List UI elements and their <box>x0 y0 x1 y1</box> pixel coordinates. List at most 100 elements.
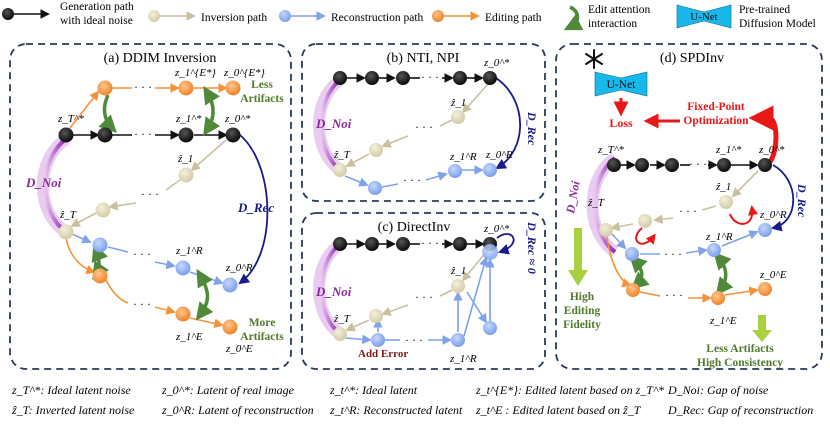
panel-c-node-zT-star <box>333 237 347 251</box>
panel-a-label-z1R: z_1^R <box>175 245 203 257</box>
panel-a-label-z1E: z_1^E <box>175 331 203 343</box>
panel-d-attention-2 <box>713 251 734 296</box>
panel-c-node-z1-star <box>453 237 467 251</box>
panel-d-node-rec-1 <box>625 247 639 261</box>
panel-d-node-inv-2 <box>638 214 652 228</box>
panel-a-attention-1 <box>203 86 221 136</box>
panel-d-label-z1-star: z_1^* <box>715 144 742 156</box>
panel-a-less-artifacts-2: Artifacts <box>240 93 284 105</box>
panel-a-label-zT-hat: ẑ_T <box>59 209 77 221</box>
panel-d-label-z1R: z_1^R <box>705 231 733 243</box>
panel-a-attention-4 <box>195 268 214 321</box>
panel-a-node-z0-star <box>225 127 241 143</box>
panel-c-node-gen-2 <box>396 237 410 251</box>
legend-generation-label-2: with ideal noise <box>60 15 133 27</box>
panel-d-high-editing-2: Editing <box>564 305 601 317</box>
panel-a-node-z1-hat <box>178 167 194 183</box>
panel-d-unet-label: U-Net <box>607 79 637 91</box>
legend-pretrained-label-2: Diffusion Model <box>739 18 816 30</box>
panel-d-fixed-point-1: Fixed-Point <box>687 101 745 113</box>
panel-a-more-artifacts-2: Artifacts <box>240 331 284 343</box>
panel-c-label-z1R: z_1^R <box>449 353 477 365</box>
legend-attention-label-1: Edit attention <box>588 4 651 16</box>
panel-b-node-z0-star <box>483 71 497 85</box>
panel-a-node-z1E-star <box>178 80 194 96</box>
footer-c5-r1: D_Noi: Gap of noise <box>667 383 769 397</box>
panel-c-title: (c) DirectInv <box>378 220 451 235</box>
panel-b-node-z1-star <box>453 71 467 85</box>
legend-reconstruction-label: Reconstruction path <box>331 12 424 24</box>
panel-b-label-z1R: z_1^R <box>449 151 477 163</box>
panel-a-label-z0Estar: z_0^{E*} <box>223 67 266 79</box>
panel-d-node-z0E <box>758 282 772 296</box>
legend-inversion-node <box>148 10 160 22</box>
legend-editing-node <box>432 10 444 22</box>
panel-a-node-z0R <box>222 277 238 293</box>
footer-c4-r2: z_t^E : Edited latent based on ẑ_T <box>475 403 642 417</box>
panel-c-border <box>301 212 546 370</box>
panel-d-node-z1-hat <box>719 195 733 209</box>
legend-inversion-label: Inversion path <box>201 12 267 24</box>
footer-c1-r1: z_T^*: Ideal latent noise <box>11 383 131 397</box>
panel-d-drec-arc <box>770 164 794 232</box>
panel-b-dnoi-arc <box>319 78 342 172</box>
panel-b-label-z0-star: z_0^* <box>483 57 510 69</box>
panel-c-add-error: Add Error <box>358 348 408 360</box>
panel-a-dots-5: · · · <box>133 297 151 311</box>
panel-b-node-z1R <box>448 164 462 178</box>
panel-c-label-zT-hat: ẑ_T <box>333 313 351 325</box>
panel-d-high-fidelity-arrow <box>568 228 588 286</box>
panel-c-node-z1R <box>451 333 465 347</box>
panel-d-node-z0R <box>758 223 772 237</box>
panel-d-node-z1E <box>711 291 725 305</box>
panel-a-dots-2: · · · <box>134 80 152 94</box>
panel-b-dots-3: · · · <box>403 173 421 187</box>
panel-d-label-zT-star: z_T^* <box>597 144 625 156</box>
panel-c-node-rec-3 <box>483 321 497 335</box>
panel-d-node-z1R <box>707 243 721 257</box>
footer-c2-r2: z_0^R: Latent of reconstruction <box>161 403 314 417</box>
footer-c2-r1: z_0^*: Latent of real image <box>161 383 295 397</box>
legend-generation-node <box>2 8 14 20</box>
panel-a-node-rec-1 <box>92 237 108 253</box>
panel-c-drec-loop <box>496 233 515 255</box>
panel-a-dots-1: · · · <box>134 127 152 141</box>
panel-d-label-zT-hat: ẑ_T <box>587 197 605 209</box>
legend-attention-icon <box>563 5 584 31</box>
panel-a-label-z1-hat: ẑ_1 <box>177 153 193 165</box>
panel-a-label-z0E: z_0^E <box>225 343 253 355</box>
panel-c-dots-3: · · · <box>405 333 423 347</box>
panel-d-node-z1-star <box>717 158 731 172</box>
panel-d-spdinv: (d) SPDInv U-Net Loss Fixed-Point Optimi… <box>555 43 823 370</box>
panel-c-label-z0-star: z_0^* <box>483 223 510 235</box>
panel-d-dots-4: · · · <box>665 288 683 302</box>
panel-a-ddim-inversion: (a) DDIM Inversion · · · · · · · · · · ·… <box>9 43 292 370</box>
panel-c-node-rec-1 <box>371 333 385 347</box>
panel-d-fixedpoint-loop-2 <box>635 227 656 245</box>
panel-b-node-inv-2 <box>369 143 383 157</box>
panel-c-node-zT-hat <box>333 327 347 341</box>
panel-c-dnoi-arc <box>319 242 342 336</box>
panel-a-node-zT-star <box>58 127 74 143</box>
panel-c-drec-approx: D_Rec ≈ 0 <box>525 221 539 274</box>
legend-pretrained-label-1: Pre-trained <box>739 4 790 16</box>
panel-d-node-zT-hat <box>599 223 613 237</box>
panel-a-dnoi-label: D_Noi <box>25 175 62 190</box>
panel-b-drec-arc <box>495 77 522 170</box>
panel-a-dnoi-arc <box>43 137 68 234</box>
panel-d-label-z0-star: z_0^* <box>758 144 785 156</box>
panel-b-label-z0R: z_0^R <box>485 149 513 161</box>
panel-d-node-gen-1 <box>635 158 649 172</box>
panel-a-node-z1E <box>175 306 191 322</box>
panel-b-label-zT-hat: ẑ_T <box>333 149 351 161</box>
panel-c-dots-2: · · · <box>415 290 433 304</box>
panel-c-dots-1: · · · <box>421 236 439 250</box>
panel-a-node-edit-up-1 <box>97 80 113 96</box>
legend-attention-label-2: interaction <box>588 18 637 30</box>
panel-b-drec-label: D_Rec <box>525 111 539 146</box>
panel-c-node-z1-hat <box>451 279 465 293</box>
panel-c-node-inv-2 <box>369 309 383 323</box>
panel-b-label-z1-hat: ẑ_1 <box>450 97 466 109</box>
panel-a-node-zT-hat <box>58 224 74 240</box>
